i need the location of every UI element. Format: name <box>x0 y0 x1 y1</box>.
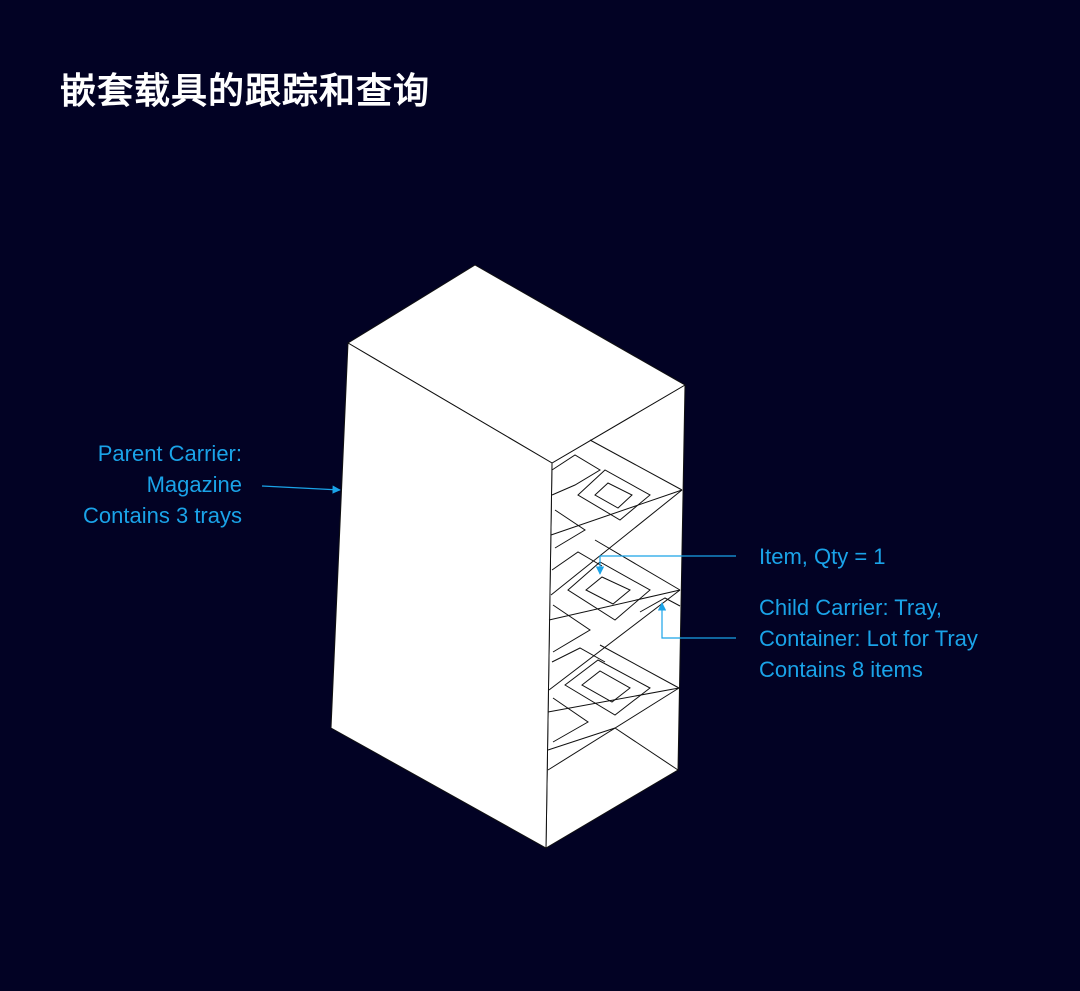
tray-3 <box>547 644 680 771</box>
parent-callout-arrow <box>261 485 341 494</box>
parent-carrier-line-3: Contains 3 trays <box>83 503 242 528</box>
page-title: 嵌套载具的跟踪和查询 <box>60 71 431 112</box>
child-carrier-line-2: Container: Lot for Tray <box>759 626 978 651</box>
child-callout-arrow <box>657 602 736 639</box>
item-label-line: Item, Qty = 1 <box>759 544 886 569</box>
parent-carrier-line-2: Magazine <box>146 472 242 497</box>
trays <box>547 439 683 771</box>
tray-1 <box>550 439 683 596</box>
parent-carrier-label: Parent Carrier: Magazine Contains 3 tray… <box>83 438 242 531</box>
callout-lines <box>261 485 736 639</box>
magazine-box <box>330 264 686 849</box>
item-label: Item, Qty = 1 <box>759 541 886 572</box>
child-carrier-label: Child Carrier: Tray, Container: Lot for … <box>759 592 978 685</box>
magazine-front-face <box>330 342 553 849</box>
parent-carrier-line-1: Parent Carrier: <box>97 441 242 466</box>
child-carrier-line-3: Contains 8 items <box>759 657 923 682</box>
child-carrier-line-1: Child Carrier: Tray, <box>759 595 942 620</box>
item-callout-arrow <box>595 555 736 575</box>
